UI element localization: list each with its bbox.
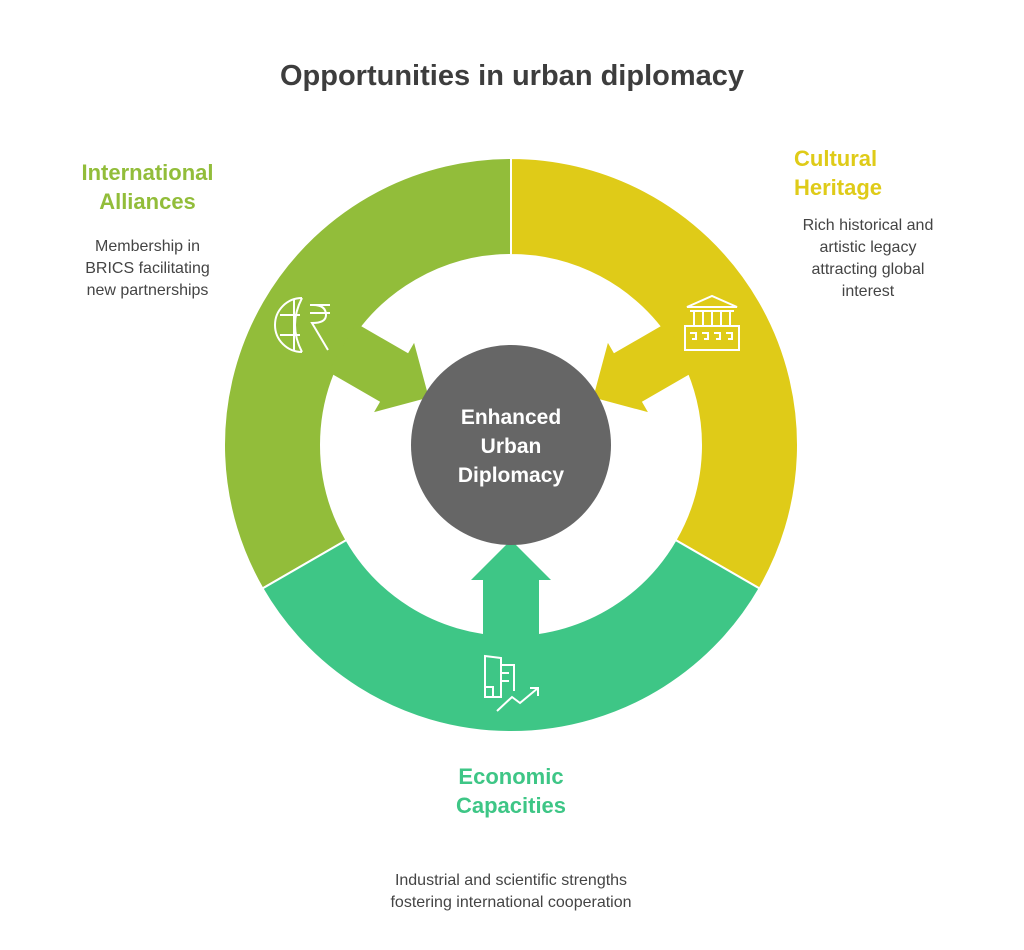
alliances-desc: Membership in BRICS facilitating new partn… xyxy=(60,236,235,302)
center-label-2: Urban xyxy=(481,435,542,458)
economic-desc-1: Industrial and scientific strengths xyxy=(394,872,628,889)
economic-desc: Industrial and scientific strengths foste… xyxy=(311,870,711,914)
alliances-title-2: Alliances xyxy=(99,189,196,214)
heritage-title-1: Cultural xyxy=(794,146,878,171)
alliances-segment xyxy=(223,156,512,590)
alliances-arrow xyxy=(328,323,429,413)
economic-title-2: Capacities xyxy=(455,793,567,818)
economic-desc-2: fostering international cooperation xyxy=(390,894,632,911)
alliances-desc-2: BRICS facilitating xyxy=(85,260,210,277)
museum-icon xyxy=(684,294,740,351)
buildings-growth-icon xyxy=(484,654,539,712)
heritage-desc-1: Rich historical and xyxy=(802,217,934,234)
center-label-1: Enhanced xyxy=(461,406,561,429)
alliances-desc-1: Membership in xyxy=(95,238,200,255)
economic-arrow xyxy=(471,540,551,640)
heritage-title-2: Heritage xyxy=(794,175,883,200)
economic-title-1: Economic xyxy=(458,764,564,789)
heritage-segment xyxy=(510,156,799,590)
heritage-desc-3: attracting global xyxy=(811,261,925,278)
heritage-desc: Rich historical and artistic legacy attrac… xyxy=(778,215,958,303)
globe-rupee-icon xyxy=(274,297,330,353)
center-label-3: Diplomacy xyxy=(458,464,565,487)
alliances-desc-3: new partnerships xyxy=(86,282,209,299)
heritage-arrow xyxy=(593,323,694,413)
heritage-desc-4: interest xyxy=(841,283,895,300)
alliances-title-1: International xyxy=(81,160,214,185)
heritage-desc-2: artistic legacy xyxy=(819,239,917,256)
page-title: Opportunities in urban diplomacy xyxy=(279,60,745,92)
center-circle xyxy=(411,345,611,545)
